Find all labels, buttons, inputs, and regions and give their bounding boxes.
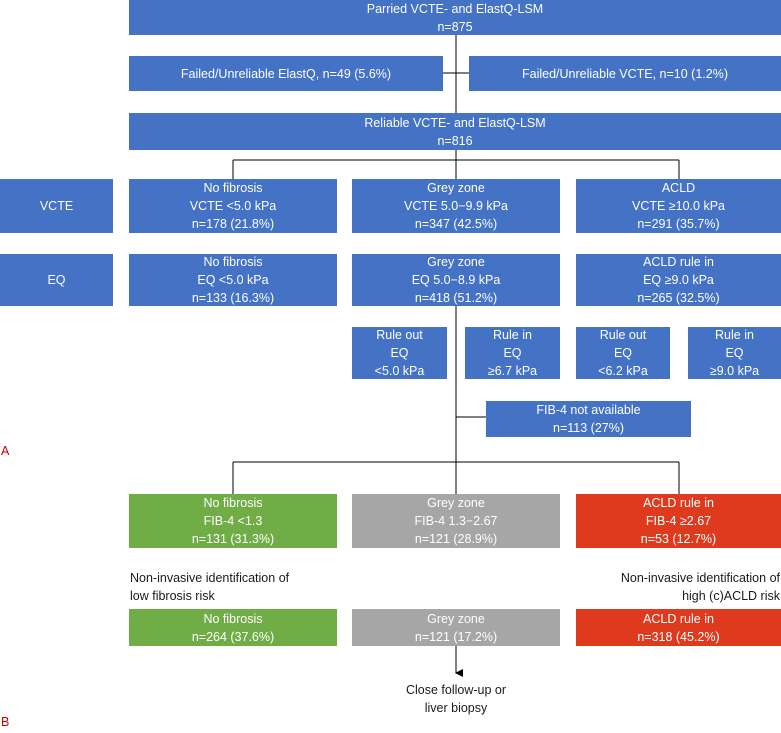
rule-out-eq-6-2-box: Rule out EQ <6.2 kPa	[576, 327, 670, 379]
row-label-eq: EQ	[0, 254, 113, 306]
fib4-acld-rule-in-title: ACLD rule in	[643, 496, 714, 510]
rule-in-eq-6-7-measure: EQ	[503, 346, 522, 360]
row-label-eq-text: EQ	[47, 273, 66, 287]
failed-vcte-box: Failed/Unreliable VCTE, n=10 (1.2%)	[469, 56, 781, 91]
eq-no-fibrosis-count: n=133 (16.3%)	[191, 291, 275, 305]
fib4-grey-zone-cutoff: FIB-4 1.3−2.67	[414, 514, 498, 528]
fib4-acld-rule-in-box: ACLD rule in FIB-4 ≥2.67 n=53 (12.7%)	[576, 494, 781, 548]
vcte-grey-zone-cutoff: VCTE 5.0−9.9 kPa	[404, 199, 508, 213]
final-no-fibrosis-box: No fibrosis n=264 (37.6%)	[129, 609, 337, 646]
total-paired-count: n=875	[437, 19, 473, 34]
vcte-grey-zone-title: Grey zone	[427, 181, 485, 195]
panel-label-a: A	[1, 444, 10, 458]
vcte-acld-cutoff: VCTE ≥10.0 kPa	[631, 199, 725, 213]
final-no-fibrosis-count: n=264 (37.6%)	[191, 629, 275, 644]
fib4-no-fibrosis-cutoff: FIB-4 <1.3	[203, 514, 263, 528]
final-no-fibrosis-title: No fibrosis	[203, 611, 263, 626]
final-grey-zone-box: Grey zone n=121 (17.2%)	[352, 609, 560, 646]
vcte-no-fibrosis-count: n=178 (21.8%)	[191, 217, 275, 231]
vcte-acld-count: n=291 (35.7%)	[637, 217, 720, 231]
fib4-no-fibrosis-title: No fibrosis	[203, 496, 263, 510]
total-paired-box: Parried VCTE- and ElastQ-LSM n=875	[129, 0, 781, 35]
fib4-acld-rule-in-cutoff: FIB-4 ≥2.67	[645, 514, 712, 528]
fib4-grey-zone-box: Grey zone FIB-4 1.3−2.67 n=121 (28.9%)	[352, 494, 560, 548]
rule-out-eq-5-cutoff: <5.0 kPa	[374, 364, 425, 378]
vcte-grey-zone-box: Grey zone VCTE 5.0−9.9 kPa n=347 (42.5%)	[352, 179, 560, 233]
eq-grey-zone-title: Grey zone	[427, 255, 485, 269]
eq-grey-zone-box: Grey zone EQ 5.0−8.9 kPa n=418 (51.2%)	[352, 254, 560, 306]
total-paired-title: Parried VCTE- and ElastQ-LSM	[366, 1, 544, 16]
fib4-no-fibrosis-box: No fibrosis FIB-4 <1.3 n=131 (31.3%)	[129, 494, 337, 548]
final-grey-zone-count: n=121 (17.2%)	[414, 629, 498, 644]
fib4-not-available-title: FIB-4 not available	[536, 403, 641, 417]
rule-in-eq-9-measure: EQ	[725, 346, 744, 360]
panel-label-b: B	[1, 715, 10, 729]
rule-in-eq-6-7-label: Rule in	[493, 328, 532, 342]
eq-acld-rule-in-count: n=265 (32.5%)	[637, 291, 720, 305]
fib4-not-available-box: FIB-4 not available n=113 (27%)	[486, 401, 691, 437]
rule-out-eq-6-2-label: Rule out	[599, 328, 647, 342]
row-label-vcte-text: VCTE	[39, 199, 74, 213]
reliable-count: n=816	[437, 133, 473, 148]
rule-in-eq-9-cutoff: ≥9.0 kPa	[709, 364, 760, 378]
eq-grey-zone-cutoff: EQ 5.0−8.9 kPa	[411, 273, 501, 287]
final-grey-zone-title: Grey zone	[427, 611, 485, 626]
rule-out-eq-6-2-measure: EQ	[613, 346, 633, 360]
followup-line1: Close follow-up or	[405, 683, 507, 697]
fib4-acld-rule-in-count: n=53 (12.7%)	[640, 532, 717, 546]
failed-vcte-label: Failed/Unreliable VCTE, n=10 (1.2%)	[522, 66, 728, 81]
rule-in-eq-9-box: Rule in EQ ≥9.0 kPa	[688, 327, 781, 379]
high-risk-note-line1: Non-invasive identification of	[620, 571, 780, 585]
vcte-no-fibrosis-box: No fibrosis VCTE <5.0 kPa n=178 (21.8%)	[129, 179, 337, 233]
eq-grey-zone-count: n=418 (51.2%)	[414, 291, 498, 305]
final-acld-rule-in-box: ACLD rule in n=318 (45.2%)	[576, 609, 781, 646]
rule-out-eq-5-measure: EQ	[390, 346, 409, 360]
fib4-grey-zone-title: Grey zone	[427, 496, 485, 510]
eq-acld-rule-in-cutoff: EQ ≥9.0 kPa	[643, 273, 714, 287]
fib4-grey-zone-count: n=121 (28.9%)	[414, 532, 498, 546]
fib4-not-available-count: n=113 (27%)	[553, 421, 624, 435]
row-label-vcte: VCTE	[0, 179, 113, 233]
rule-out-eq-5-label: Rule out	[376, 328, 423, 342]
eq-acld-rule-in-box: ACLD rule in EQ ≥9.0 kPa n=265 (32.5%)	[576, 254, 781, 306]
high-risk-note: Non-invasive identification of high (c)A…	[621, 569, 780, 605]
low-risk-note-line2: low fibrosis risk	[130, 589, 215, 603]
rule-out-eq-6-2-cutoff: <6.2 kPa	[598, 364, 648, 378]
eq-no-fibrosis-box: No fibrosis EQ <5.0 kPa n=133 (16.3%)	[129, 254, 337, 306]
low-risk-note-line1: Non-invasive identification of	[130, 571, 290, 585]
vcte-no-fibrosis-title: No fibrosis	[203, 181, 263, 195]
vcte-no-fibrosis-cutoff: VCTE <5.0 kPa	[189, 199, 277, 213]
final-acld-rule-in-count: n=318 (45.2%)	[637, 629, 720, 644]
high-risk-note-line2: high (c)ACLD risk	[682, 589, 780, 603]
followup-line2: liver biopsy	[424, 701, 488, 715]
eq-no-fibrosis-title: No fibrosis	[203, 255, 263, 269]
rule-in-eq-9-label: Rule in	[715, 328, 754, 342]
fib4-no-fibrosis-count: n=131 (31.3%)	[191, 532, 275, 546]
followup-text: Close follow-up or liver biopsy	[356, 681, 556, 717]
final-acld-rule-in-title: ACLD rule in	[643, 611, 714, 626]
low-risk-note: Non-invasive identification of low fibro…	[130, 569, 289, 605]
reliable-title: Reliable VCTE- and ElastQ-LSM	[364, 115, 546, 130]
failed-elastq-box: Failed/Unreliable ElastQ, n=49 (5.6%)	[129, 56, 443, 91]
vcte-acld-title: ACLD	[661, 181, 696, 195]
vcte-grey-zone-count: n=347 (42.5%)	[414, 217, 498, 231]
rule-out-eq-5-box: Rule out EQ <5.0 kPa	[352, 327, 447, 379]
reliable-box: Reliable VCTE- and ElastQ-LSM n=816	[129, 113, 781, 150]
rule-in-eq-6-7-box: Rule in EQ ≥6.7 kPa	[465, 327, 560, 379]
eq-acld-rule-in-title: ACLD rule in	[643, 255, 714, 269]
rule-in-eq-6-7-cutoff: ≥6.7 kPa	[487, 364, 538, 378]
eq-no-fibrosis-cutoff: EQ <5.0 kPa	[197, 273, 269, 287]
failed-elastq-label: Failed/Unreliable ElastQ, n=49 (5.6%)	[180, 66, 392, 81]
vcte-acld-box: ACLD VCTE ≥10.0 kPa n=291 (35.7%)	[576, 179, 781, 233]
